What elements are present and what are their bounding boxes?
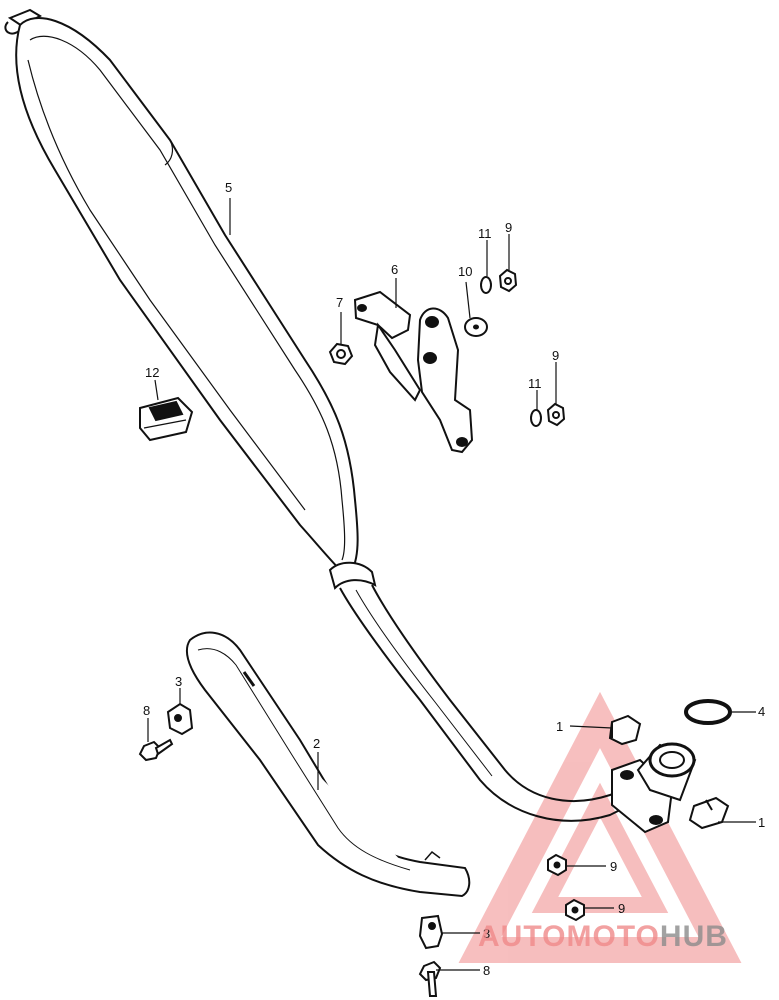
callout-7: 7 [336, 295, 343, 310]
washer-part-11-upper [480, 276, 492, 294]
watermark-hub: HUB [660, 920, 728, 953]
gasket-part-4 [684, 699, 732, 725]
callout-11-upper: 11 [478, 226, 492, 241]
washer-part-11-middle [530, 409, 542, 427]
callout-12: 12 [145, 365, 159, 380]
collar-part-1-right [688, 796, 730, 830]
clamp-part-3-bottom [418, 914, 444, 950]
watermark-auto: AUTO [478, 920, 566, 953]
callout-1-right: 1 [758, 815, 765, 830]
callout-3-bottom: 3 [483, 926, 490, 941]
nut-part-7 [328, 342, 354, 366]
nut-part-9-upper [498, 268, 518, 293]
callout-4: 4 [758, 704, 765, 719]
leader-lines [147, 198, 756, 971]
callout-8-left: 8 [143, 703, 150, 718]
callout-8-bottom: 8 [483, 963, 490, 978]
callout-9-lower-b: 9 [618, 901, 625, 916]
bolt-part-8-bottom [418, 960, 442, 997]
heat-protector-part-2 [185, 631, 471, 898]
callout-2: 2 [313, 736, 320, 751]
callout-6: 6 [391, 262, 398, 277]
callout-9-upper: 9 [505, 220, 512, 235]
callout-1-left: 1 [556, 719, 563, 734]
nut-part-9-middle [546, 402, 566, 427]
clamp-part-3-left [166, 702, 194, 736]
nut-part-9-lower-a [547, 853, 567, 877]
nut-part-9-lower-b [565, 898, 585, 922]
callout-5: 5 [225, 180, 232, 195]
watermark-logo [458, 691, 742, 963]
washer-part-10 [464, 317, 488, 337]
exhaust-flange [611, 742, 697, 834]
watermark-moto: MOTO [566, 920, 659, 953]
svg-text:AUTOMOTOHUB: AUTOMOTOHUB [478, 920, 728, 953]
watermark-text: AUTOMOTOHUB [478, 920, 728, 953]
callout-9-middle: 9 [552, 348, 559, 363]
callout-10: 10 [458, 264, 472, 279]
rubber-part-12 [139, 396, 194, 442]
muffler-part-5 [4, 8, 641, 822]
callout-labels: 5 6 7 10 11 9 11 9 12 3 8 2 4 1 1 9 9 3 … [143, 180, 765, 978]
bracket-part-6 [353, 290, 474, 454]
collar-part-1-top [608, 714, 642, 746]
callout-9-lower-a: 9 [610, 859, 617, 874]
callout-3-left: 3 [175, 674, 182, 689]
callout-11-middle: 11 [528, 376, 542, 391]
bolt-part-8-left [138, 738, 174, 762]
